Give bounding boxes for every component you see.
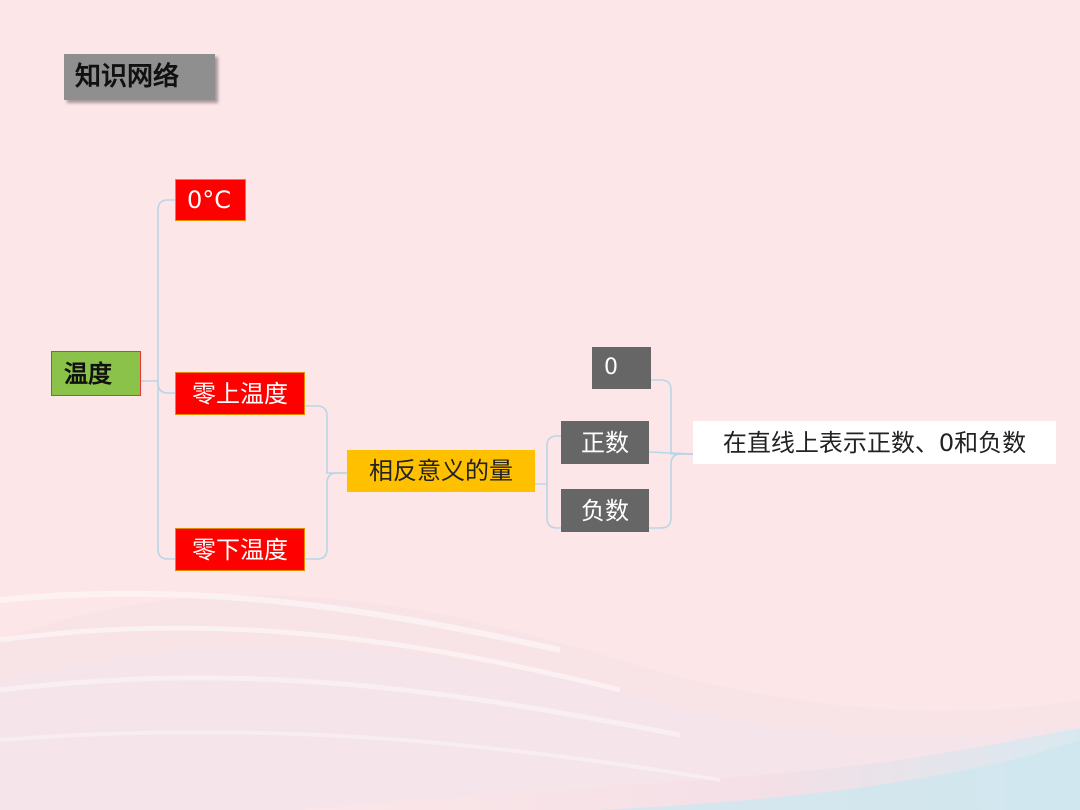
node-opposite-quantities: 相反意义的量: [347, 450, 535, 492]
node-above-zero-temperature: 零上温度: [175, 372, 305, 415]
node-below-zero-temperature: 零下温度: [175, 528, 305, 571]
node-zero-celsius: 0°C: [175, 179, 246, 221]
node-positive-numbers: 正数: [561, 421, 649, 464]
node-number-line: 在直线上表示正数、0和负数: [693, 421, 1056, 464]
node-zero: 0: [592, 347, 651, 389]
page-title: 知识网络: [64, 54, 215, 100]
node-temperature: 温度: [51, 351, 141, 396]
node-negative-numbers: 负数: [561, 489, 649, 532]
